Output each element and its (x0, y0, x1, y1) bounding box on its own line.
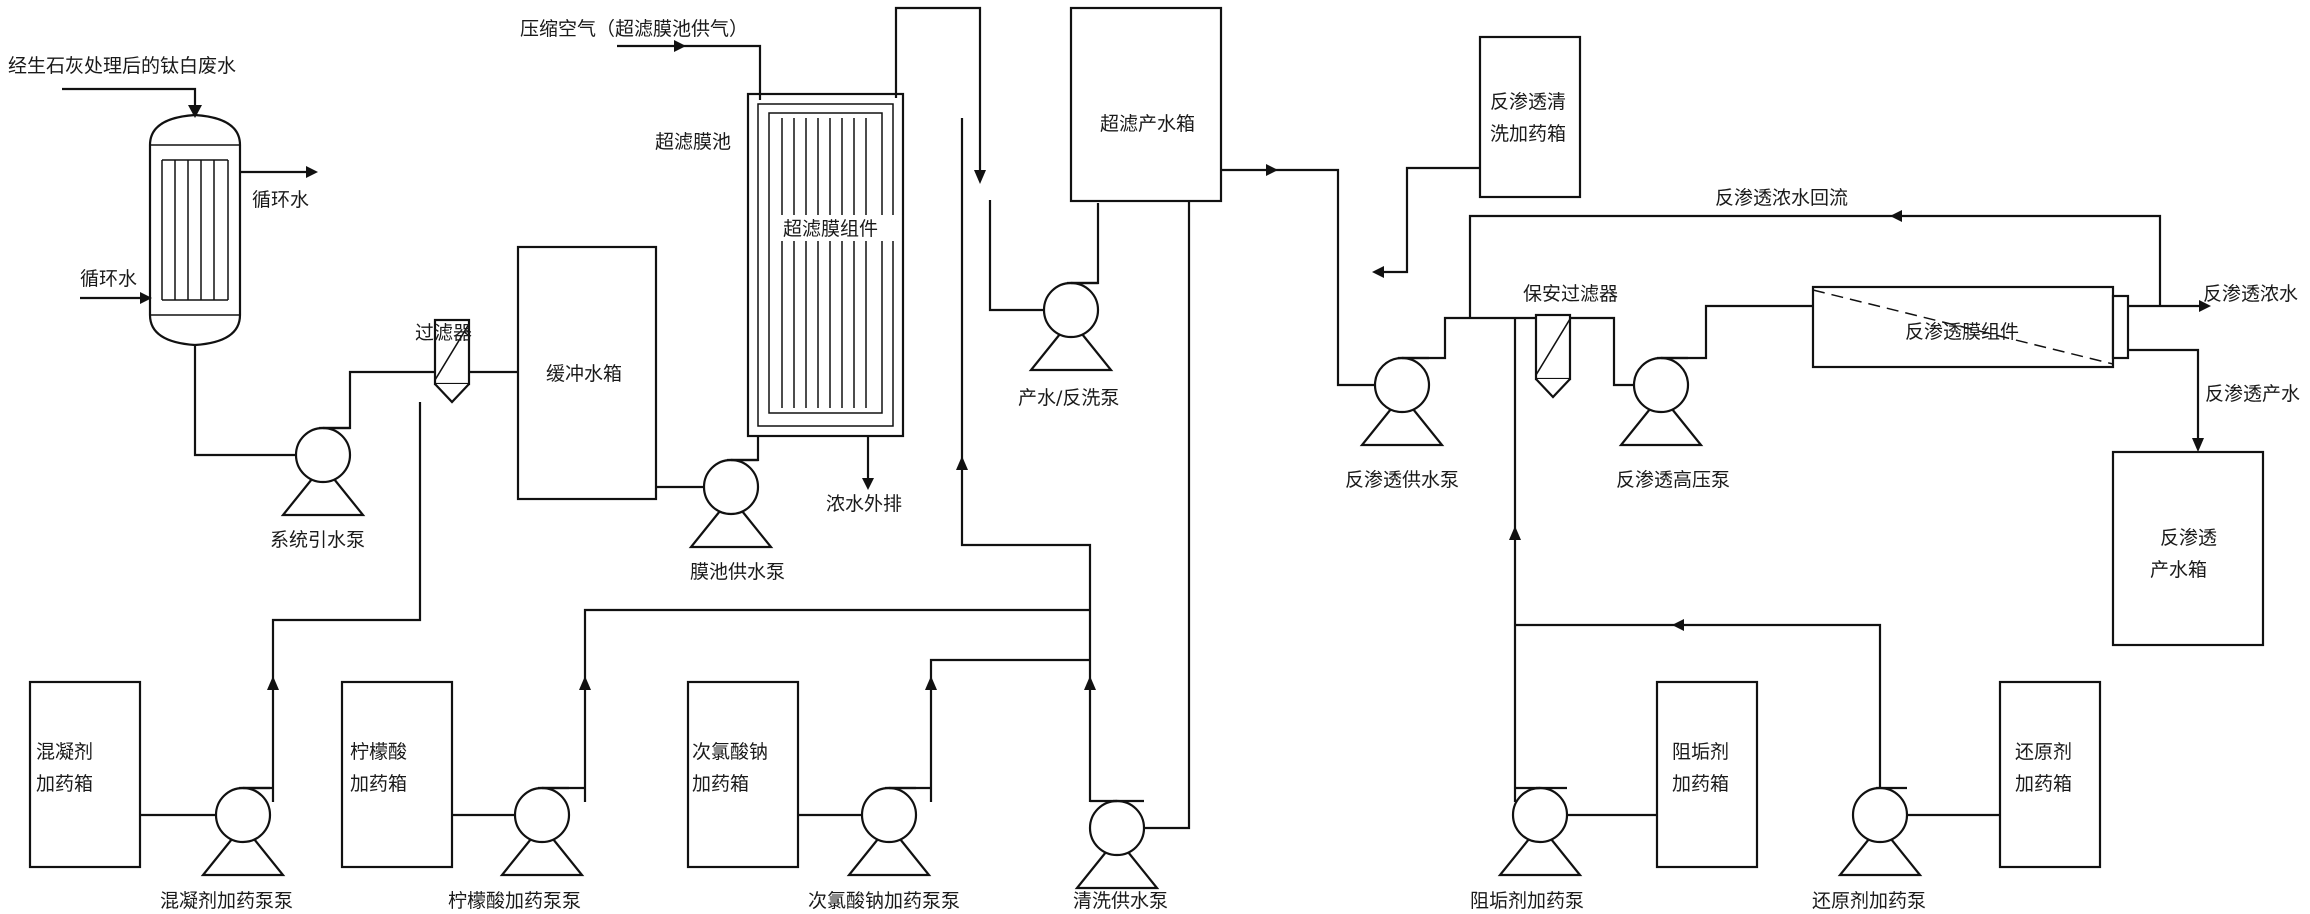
antiscalant-tank (1655, 680, 1759, 869)
reductant-tank-label-1: 还原剂 (2015, 741, 2072, 763)
concentrate-discharge-label: 浓水外排 (826, 493, 902, 515)
membrane-feed-pump-label: 膜池供水泵 (690, 561, 785, 583)
ro-feed-pump (1360, 356, 1444, 447)
uf-module-label: 超滤膜组件 (783, 218, 878, 240)
uf-module: 超滤膜组件 (768, 112, 901, 414)
uf-product-tank (1069, 6, 1223, 203)
hypochlorite-pump-label: 次氯酸钠加药泵泵 (808, 890, 960, 912)
ro-product-water-label: 反渗透产水 (2205, 383, 2300, 405)
security-filter (1534, 313, 1572, 399)
citric-tank-label-1: 柠檬酸 (350, 741, 407, 763)
citric-acid-tank (340, 680, 454, 869)
coagulant-pump-label: 混凝剂加药泵泵 (160, 890, 293, 912)
cleaning-pump-label: 清洗供水泵 (1073, 890, 1168, 912)
filter-label: 过滤器 (415, 322, 472, 344)
system-intake-pump (281, 426, 365, 517)
antiscalant-tank-label-1: 阻垢剂 (1672, 741, 1729, 763)
compressed-air-label: 压缩空气（超滤膜池供气） (520, 18, 748, 40)
coagulant-tank (28, 680, 142, 869)
uf-product-tank-label: 超滤产水箱 (1100, 113, 1195, 135)
product-backwash-pump-label: 产水/反洗泵 (1018, 387, 1119, 409)
reductant-pump-label: 还原剂加药泵 (1812, 890, 1926, 912)
hypochlorite-dosing-pump (847, 786, 931, 877)
buffer-tank (516, 245, 658, 501)
uf-tank-label: 超滤膜池 (655, 131, 731, 153)
coagulant-tank-label-2: 加药箱 (36, 773, 93, 795)
uf-membrane-tank (746, 92, 905, 438)
cleaning-supply-pump (1075, 799, 1159, 890)
hypochlorite-tank (686, 680, 800, 869)
citric-acid-dosing-pump (500, 786, 584, 877)
ro-product-tank-label-2: 产水箱 (2150, 559, 2207, 581)
ro-cleaning-dosing-tank (1478, 35, 1582, 199)
citric-pump-label: 柠檬酸加药泵泵 (448, 890, 581, 912)
ro-feed-pump-label: 反渗透供水泵 (1345, 469, 1459, 491)
ro-concentrate-label: 反渗透浓水 (2203, 283, 2298, 305)
circulating-water-out-label: 循环水 (252, 189, 309, 211)
feed-water-label: 经生石灰处理后的钛白废水 (8, 55, 236, 77)
security-filter-label: 保安过滤器 (1523, 283, 1618, 305)
reductant-dosing-pump (1838, 786, 1922, 877)
ro-module-label: 反渗透膜组件 (1905, 321, 2019, 343)
ro-product-tank (2111, 450, 2265, 647)
hypochlorite-tank-label-1: 次氯酸钠 (692, 741, 768, 763)
buffer-tank-label: 缓冲水箱 (546, 363, 622, 385)
system-pump-label: 系统引水泵 (270, 529, 365, 551)
product-backwash-pump (1029, 281, 1113, 372)
hypochlorite-tank-label-2: 加药箱 (692, 773, 749, 795)
circulating-water-in-label: 循环水 (80, 268, 137, 290)
ro-product-tank-label-1: 反渗透 (2160, 527, 2217, 549)
membrane-feed-pump (689, 458, 773, 549)
coagulant-dosing-pump (201, 786, 285, 877)
coagulant-tank-label-1: 混凝剂 (36, 741, 93, 763)
reductant-tank-label-2: 加药箱 (2015, 773, 2072, 795)
ro-hp-pump-label: 反渗透高压泵 (1616, 469, 1730, 491)
ro-cleaning-tank-label-1: 反渗透清 (1490, 91, 1566, 113)
heat-exchanger (148, 113, 242, 347)
antiscalant-tank-label-2: 加药箱 (1672, 773, 1729, 795)
ro-cleaning-tank-label-2: 洗加药箱 (1490, 123, 1566, 145)
antiscalant-pump-label: 阻垢剂加药泵 (1470, 890, 1584, 912)
ro-concentrate-return-label: 反渗透浓水回流 (1715, 187, 1848, 209)
ro-high-pressure-pump (1619, 356, 1703, 447)
reductant-tank (1998, 680, 2102, 869)
citric-tank-label-2: 加药箱 (350, 773, 407, 795)
antiscalant-dosing-pump (1498, 786, 1582, 877)
